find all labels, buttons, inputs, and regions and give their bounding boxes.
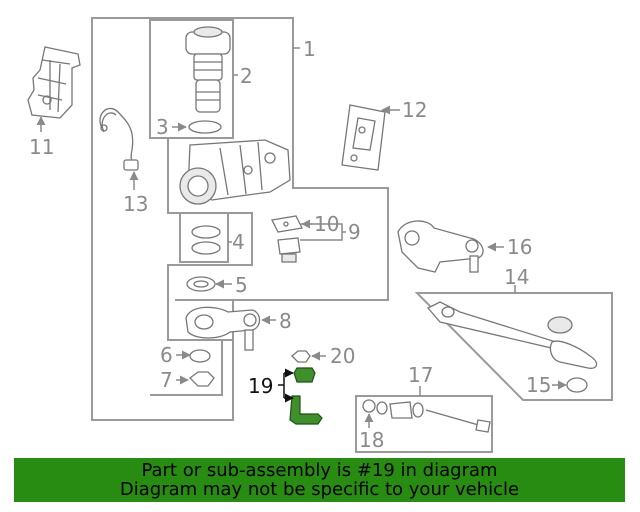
callout-3: 3 [156,115,169,139]
nut-part-20 [291,350,311,363]
leader-9 [300,223,346,241]
callout-7: 7 [160,368,173,392]
washer-part-6 [189,349,211,363]
oring-part-3 [188,120,222,134]
assembly-box-4 [179,212,229,263]
tie-rod-kit-part-17 [362,399,491,433]
nut-part-7 [189,371,215,387]
seal-part-5 [186,276,216,292]
callout-2: 2 [240,64,253,88]
idler-arm-part-16 [397,220,484,273]
pitman-arm-part-8 [185,306,261,351]
callout-17: 17 [408,363,433,387]
callout-9: 9 [348,220,361,244]
harness-part-13 [99,107,139,171]
callout-1: 1 [303,37,316,61]
insulator-part-9 [277,237,301,263]
callout-20: 20 [330,344,355,368]
assembly-box-14 [414,292,613,401]
bracket-part-10 [271,215,303,233]
callout-8: 8 [279,309,292,333]
assembly-box-2 [149,19,234,139]
callout-18: 18 [359,428,384,452]
callout-12: 12 [402,98,427,122]
callout-14: 14 [504,265,529,289]
seal-kit-part-4 [191,225,221,255]
highlighted-part-19 [289,367,323,425]
banner-line-2: Diagram may not be specific to your vehi… [119,479,520,500]
callout-19: 19 [248,374,273,398]
gear-housing-part-1 [179,139,291,205]
callout-15: 15 [526,373,551,397]
assembly-box-17 [355,395,493,453]
callout-13: 13 [123,192,148,216]
relay-rod-part-14 [426,301,598,369]
assembly-box-1 [91,17,389,421]
callout-16: 16 [507,235,532,259]
callout-11: 11 [29,135,54,159]
callout-5: 5 [235,273,248,297]
info-banner: Part or sub-assembly is #19 in diagram D… [14,458,625,502]
bracket-part-11 [27,46,81,119]
callout-4: 4 [232,230,245,254]
callout-6: 6 [160,343,173,367]
valve-part-2 [185,26,231,113]
nut-part-15 [566,377,588,393]
leader-19 [278,372,292,399]
bracket-part-12 [341,104,386,171]
banner-text: Part or sub-assembly is #19 in diagram D… [14,458,625,499]
banner-line-1: Part or sub-assembly is #19 in diagram [141,460,498,481]
assembly-box-inner [150,137,253,396]
callout-10: 10 [314,212,339,236]
